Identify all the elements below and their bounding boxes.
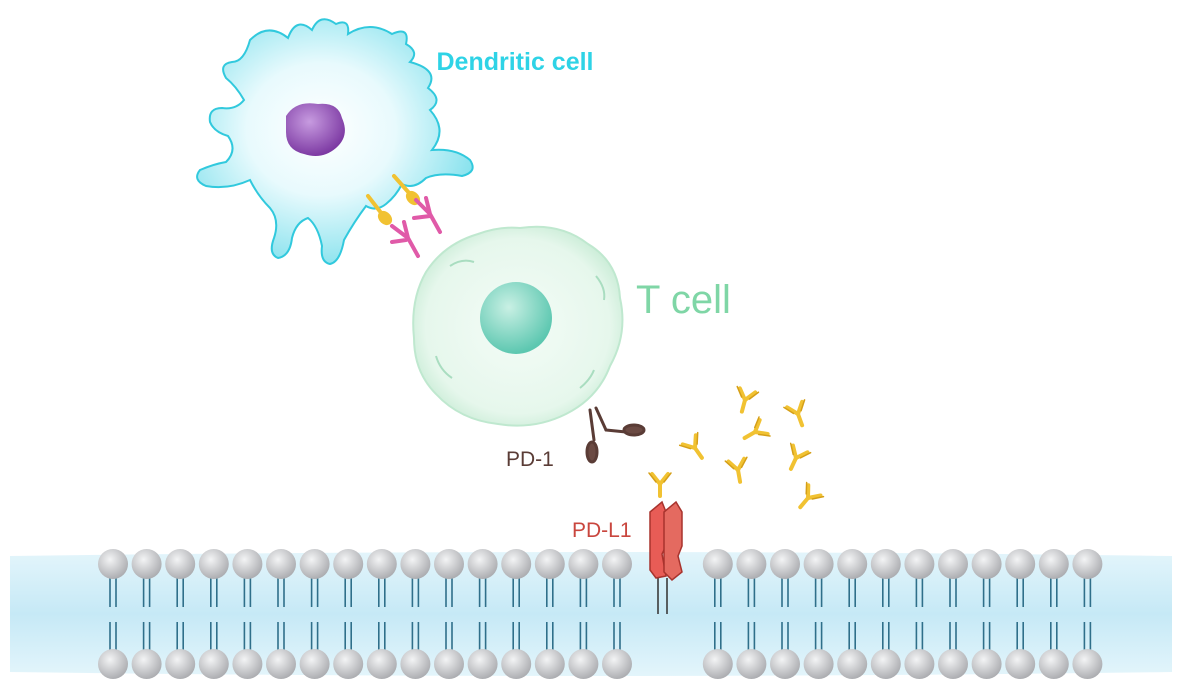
pd1-label: PD-1 — [506, 448, 554, 471]
antibody — [729, 384, 761, 417]
pd1-receptor-icon — [585, 406, 646, 464]
dendritic-cell-label: Dendritic cell — [436, 48, 594, 76]
antibody — [737, 414, 773, 450]
pdl1-label: PD-L1 — [572, 519, 632, 542]
antibody — [789, 480, 826, 517]
antibody — [723, 455, 753, 486]
antibody — [778, 441, 813, 476]
t-cell-label: T cell — [636, 278, 731, 322]
antibody-icon — [647, 384, 826, 517]
pdl1-ligand-icon — [649, 500, 683, 614]
tcr-receptor-icon — [390, 196, 442, 258]
antibody — [677, 430, 713, 467]
antibody — [647, 471, 673, 498]
lipid-bilayer-icon — [10, 548, 1172, 680]
antibody — [781, 397, 815, 432]
t-cell-icon — [412, 225, 624, 427]
